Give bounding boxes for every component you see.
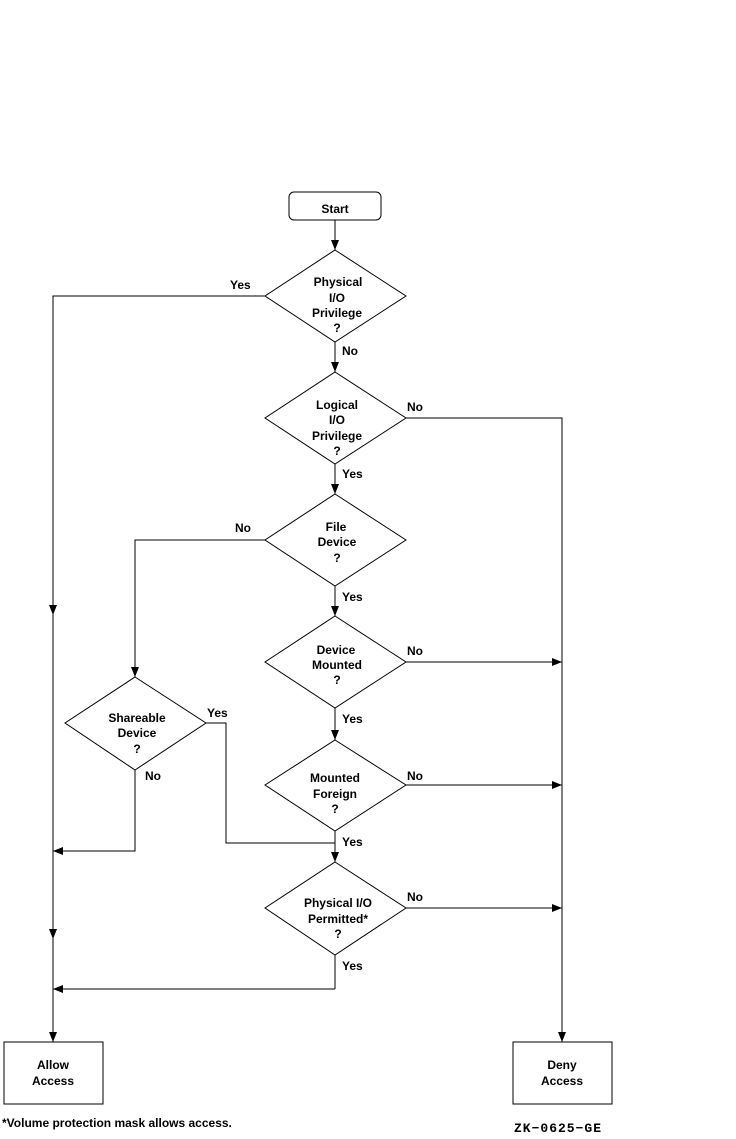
edge-label-no: No	[342, 344, 358, 358]
allow-access-line: Access	[32, 1074, 74, 1088]
connectors	[52, 220, 563, 1042]
decision-line: ?	[333, 444, 340, 458]
arrowhead-down	[49, 1032, 57, 1042]
edge-label-no: No	[407, 769, 423, 783]
edge-label-no: No	[407, 644, 423, 658]
decision-line: ?	[331, 802, 338, 816]
decision-line: ?	[133, 742, 140, 756]
edge-label-no: No	[407, 890, 423, 904]
arrowhead-right	[552, 658, 562, 666]
decision-line: Shareable	[108, 711, 166, 725]
edge-label-yes: Yes	[342, 590, 363, 604]
decision-line: Device	[318, 535, 357, 549]
edge-label-yes: Yes	[207, 706, 228, 720]
arrowhead-down	[131, 667, 139, 677]
decision-line: I/O	[329, 413, 345, 427]
arrowhead-down	[331, 852, 339, 862]
decision-line: Permitted*	[308, 912, 368, 926]
arrowhead-down	[49, 605, 57, 615]
deny-access-box: Deny Access	[512, 1041, 613, 1105]
decision-line: Privilege	[312, 306, 362, 320]
decision-line: Mounted	[312, 658, 362, 672]
decision-device-mounted: Device Mounted ?	[264, 615, 407, 709]
arrowhead-down	[331, 362, 339, 372]
decision-line: Privilege	[312, 429, 362, 443]
arrowheads	[49, 240, 566, 1042]
decision-line: Device	[317, 643, 356, 657]
decision-line: Mounted	[310, 771, 360, 785]
arrowhead-down	[331, 730, 339, 740]
decision-physical-io-permitted: Physical I/O Permitted* ?	[264, 861, 407, 956]
allow-access-box: Allow Access	[3, 1041, 104, 1105]
arrowhead-down	[558, 1032, 566, 1042]
decision-physical-io-privilege: Physical I/O Privilege ?	[264, 249, 407, 343]
edge-label-no: No	[145, 769, 161, 783]
edge-labels: Yes No No Yes No Yes No Yes Yes No No Ye…	[145, 278, 423, 973]
footnote: *Volume protection mask allows access.	[2, 1116, 232, 1130]
decision-mounted-foreign: Mounted Foreign ?	[264, 739, 407, 832]
arrowhead-down	[49, 929, 57, 939]
edge-label-yes: Yes	[342, 467, 363, 481]
decision-line: ?	[333, 673, 340, 687]
edge-label-no: No	[235, 521, 251, 535]
edge-label-no: No	[407, 400, 423, 414]
decision-line: ?	[334, 927, 341, 941]
arrowhead-down	[331, 606, 339, 616]
edge-label-yes: Yes	[342, 835, 363, 849]
decision-line: Physical I/O	[304, 896, 372, 910]
start-label: Start	[321, 202, 348, 216]
edge-label-yes: Yes	[342, 959, 363, 973]
arrowhead-down	[331, 240, 339, 250]
allow-access-line: Allow	[37, 1058, 70, 1072]
edge-label-yes: Yes	[230, 278, 251, 292]
decision-line: ?	[333, 321, 340, 335]
deny-access-line: Deny	[547, 1058, 577, 1072]
decision-shareable-device: Shareable Device ?	[64, 676, 207, 771]
decision-line: Device	[118, 726, 157, 740]
decision-line: Foreign	[313, 787, 357, 801]
figure-id: ZK−0625−GE	[514, 1121, 603, 1136]
edge-label-yes: Yes	[342, 712, 363, 726]
arrowhead-right	[552, 781, 562, 789]
arrowhead-right	[552, 904, 562, 912]
arrowhead-down	[331, 484, 339, 494]
arrowhead-left	[53, 985, 63, 993]
decision-logical-io-privilege: Logical I/O Privilege ?	[264, 371, 407, 465]
decision-line: ?	[333, 551, 340, 565]
deny-access-line: Access	[541, 1074, 583, 1088]
decision-line: I/O	[329, 291, 345, 305]
decision-file-device: File Device ?	[264, 493, 407, 587]
decision-line: Logical	[316, 398, 358, 412]
arrowhead-left	[53, 847, 63, 855]
decision-line: File	[326, 520, 347, 534]
decision-line: Physical	[314, 275, 363, 289]
start-node: Start	[288, 191, 382, 221]
